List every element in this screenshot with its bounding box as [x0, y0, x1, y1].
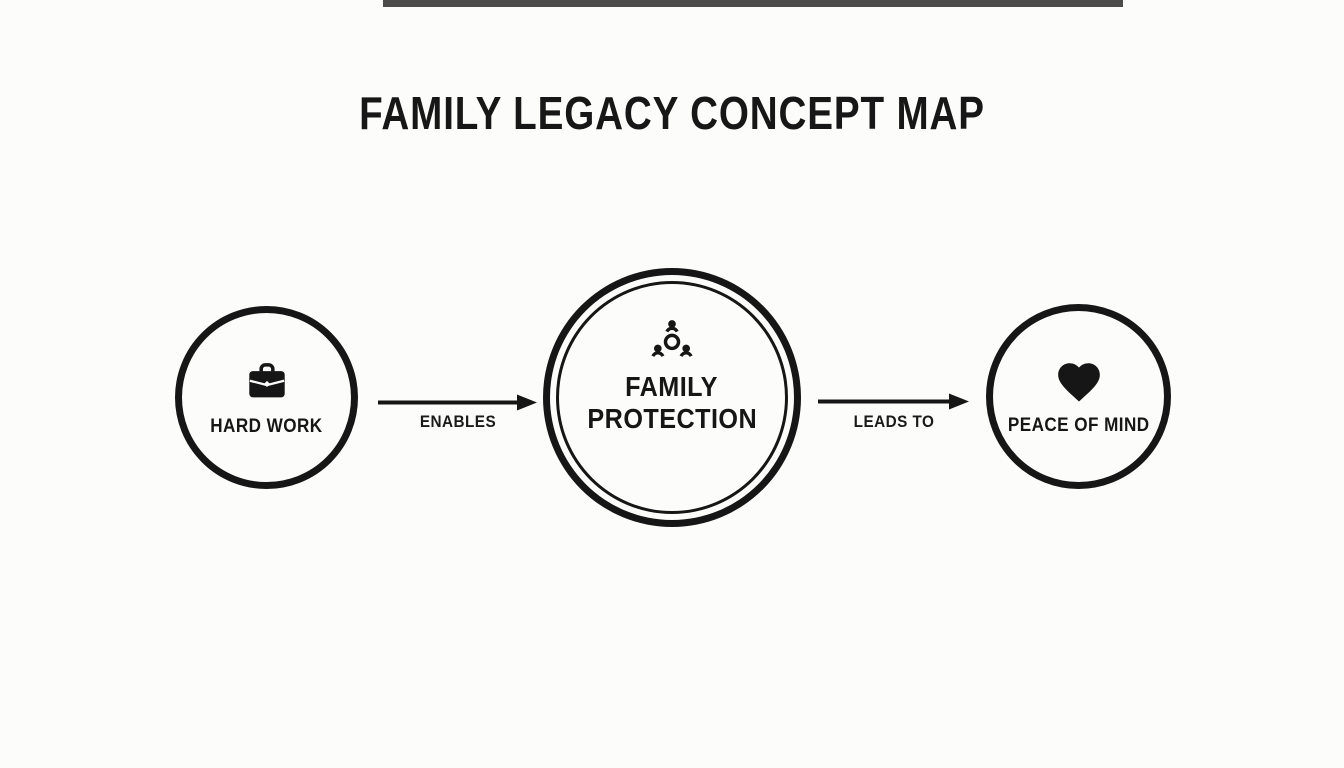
node-family-protection-label-line1: FAMILY	[625, 370, 719, 402]
node-family-protection: FAMILY PROTECTION	[543, 268, 801, 527]
node-peace-of-mind: PEACE OF MIND	[986, 304, 1171, 489]
cropped-top-artifact	[383, 0, 1123, 7]
node-peace-of-mind-label: PEACE OF MIND	[1007, 414, 1150, 436]
page-title: FAMILY LEGACY CONCEPT MAP	[359, 87, 985, 139]
heart-icon	[1052, 357, 1106, 407]
arrow-leads-to	[818, 393, 969, 410]
arrow-enables	[378, 394, 537, 411]
family-icon	[649, 317, 695, 363]
briefcase-icon	[238, 358, 296, 408]
edge-label-enables: ENABLES	[419, 412, 497, 431]
node-hard-work: HARD WORK	[175, 306, 358, 489]
node-hard-work-label: HARD WORK	[210, 415, 323, 437]
edge-label-leads-to: LEADS TO	[853, 412, 935, 431]
node-family-protection-label-line2: PROTECTION	[587, 402, 757, 434]
